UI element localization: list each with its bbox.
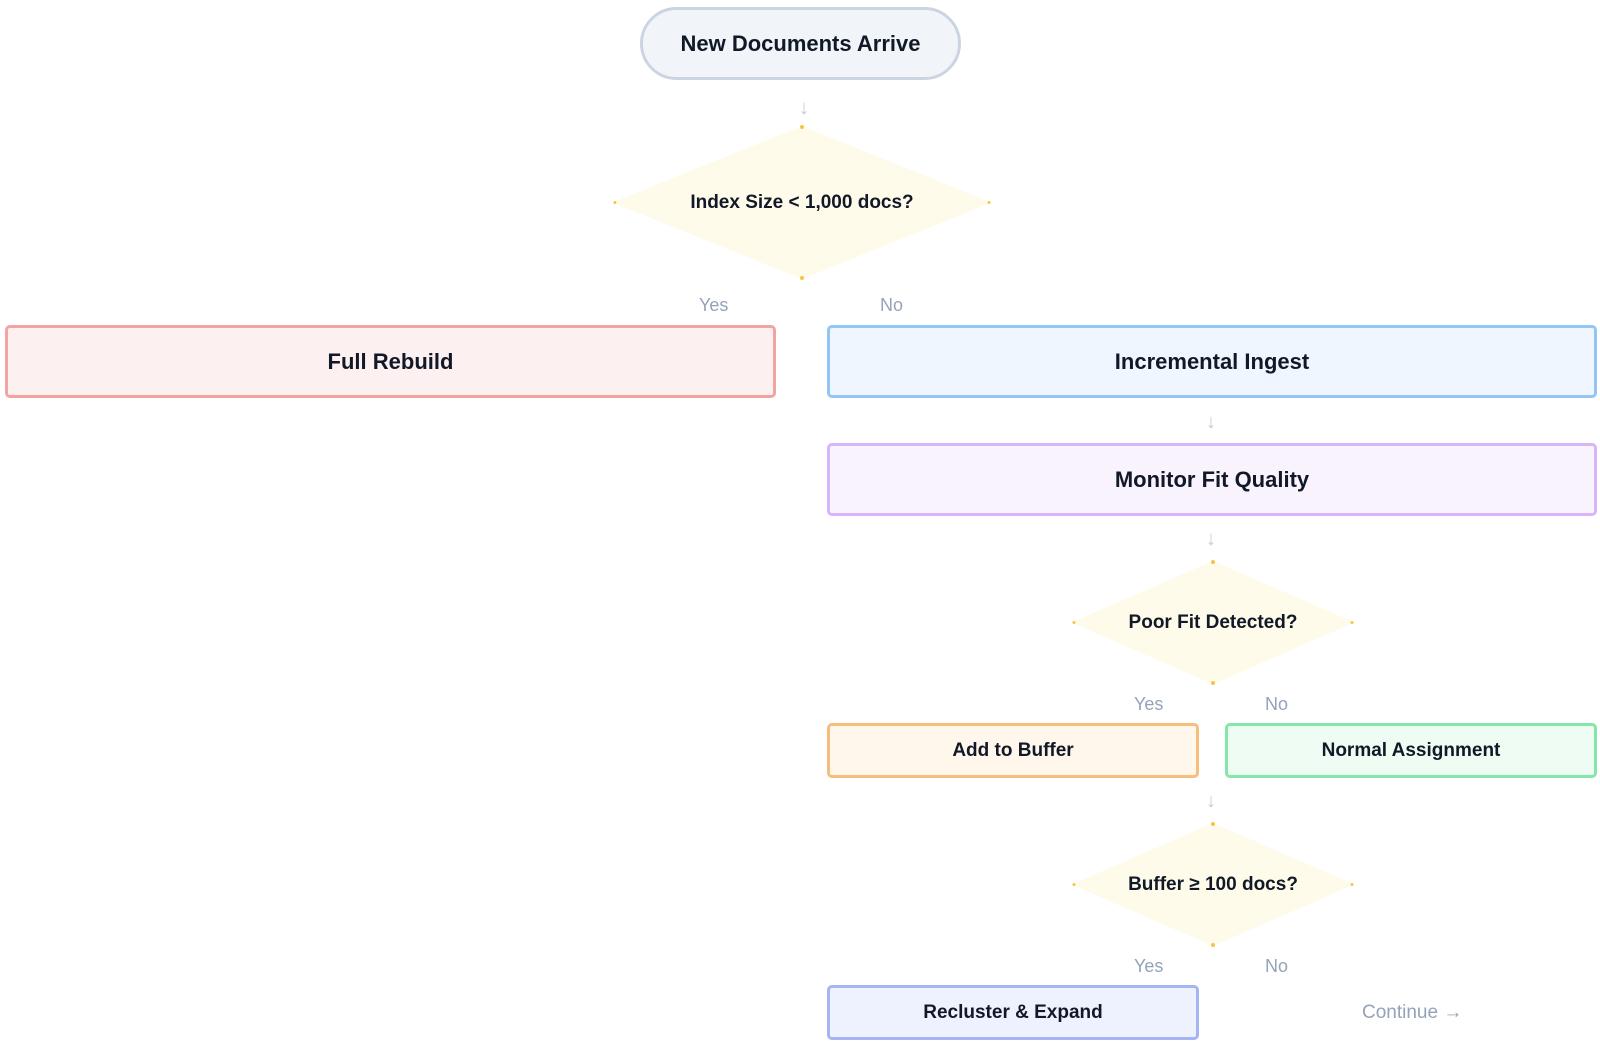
decision-diamond-shape [613, 125, 991, 280]
incremental-ingest-label: Incremental Ingest [1114, 348, 1310, 374]
monitor-fit-node[interactable]: Monitor Fit Quality [827, 443, 1597, 516]
full-rebuild-node[interactable]: Full Rebuild [5, 325, 776, 398]
no-branch-label: No [1265, 694, 1289, 714]
start-node[interactable]: New Documents Arrive [640, 7, 961, 80]
recluster-expand-node[interactable]: Recluster & Expand [827, 985, 1199, 1040]
no-branch-label: No [1265, 956, 1289, 976]
add-to-buffer-node[interactable]: Add to Buffer [827, 723, 1199, 778]
full-rebuild-label: Full Rebuild [327, 348, 454, 374]
monitor-fit-label: Monitor Fit Quality [1114, 466, 1310, 492]
arrow-down-icon: ↓ [799, 97, 809, 119]
arrow-down-icon: ↓ [1206, 411, 1216, 433]
normal-assignment-label: Normal Assignment [1321, 739, 1501, 761]
recluster-expand-label: Recluster & Expand [923, 1001, 1103, 1023]
decision-index-size[interactable]: Index Size < 1,000 docs? [613, 125, 991, 280]
yes-branch-label: Yes [699, 295, 729, 315]
incremental-ingest-node[interactable]: Incremental Ingest [827, 325, 1597, 398]
yes-branch-label: Yes [1134, 694, 1164, 714]
yes-branch-label: Yes [1134, 956, 1164, 976]
decision-index-size-label: Index Size < 1,000 docs? [690, 191, 914, 213]
decision-buffer-size-label: Buffer ≥ 100 docs? [1128, 873, 1298, 895]
normal-assignment-node[interactable]: Normal Assignment [1225, 723, 1597, 778]
continue-link[interactable]: Continue → [1362, 1002, 1463, 1023]
decision-diamond-shape [1072, 560, 1354, 685]
start-node-label: New Documents Arrive [680, 30, 921, 56]
add-to-buffer-label: Add to Buffer [952, 739, 1074, 761]
arrow-down-icon: ↓ [1206, 790, 1216, 812]
no-branch-label: No [880, 295, 904, 315]
decision-poor-fit[interactable]: Poor Fit Detected? [1072, 560, 1354, 685]
decision-diamond-shape [1072, 822, 1354, 947]
decision-poor-fit-label: Poor Fit Detected? [1128, 611, 1298, 633]
arrow-down-icon: ↓ [1206, 528, 1216, 550]
decision-buffer-size[interactable]: Buffer ≥ 100 docs? [1072, 822, 1354, 947]
